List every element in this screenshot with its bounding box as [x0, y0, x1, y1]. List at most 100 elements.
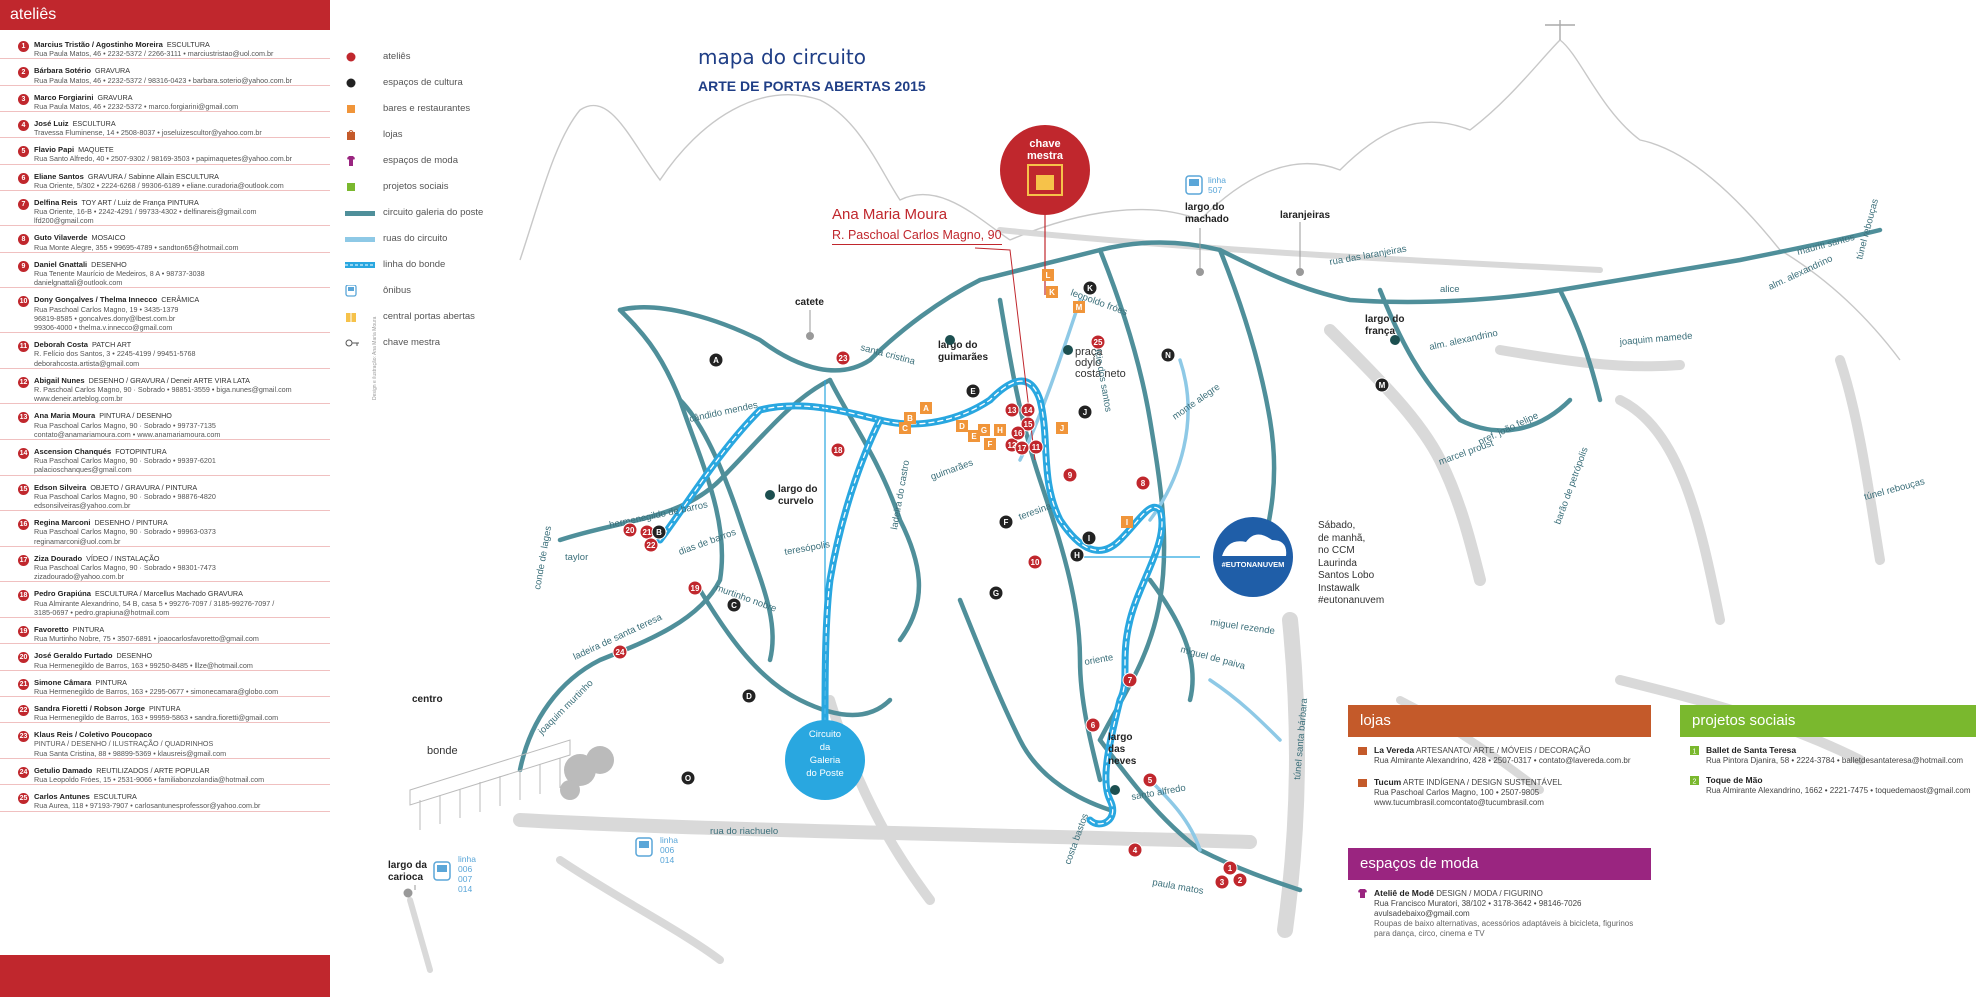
culture-pin[interactable] [741, 688, 757, 704]
bus-stop-riachuelo[interactable]: linha 006 014 [635, 835, 678, 865]
culture-pin[interactable] [1081, 530, 1097, 546]
studio-pin[interactable] [1135, 475, 1151, 491]
social-toque-de-mao[interactable]: 2 Toque de Mão Rua Almirante Alexandrino… [1690, 775, 1972, 796]
studio-pin[interactable] [687, 580, 703, 596]
studio-pin[interactable] [1127, 842, 1143, 858]
studio-pin[interactable] [1090, 334, 1106, 350]
bar-restaurant-pin[interactable] [956, 420, 968, 432]
culture-pin[interactable] [1069, 547, 1085, 563]
studio-pin[interactable] [1222, 860, 1238, 876]
studio-name: Daniel Gnattali [34, 259, 88, 269]
studio-number-badge: 18 [18, 590, 29, 602]
eutonanuvem-bubble[interactable]: #EUTONANUVEM [1080, 517, 1293, 597]
street-alice: alice [1440, 284, 1460, 295]
studio-name: Carlos Antunes [34, 792, 90, 802]
bus-stop-laranjeiras[interactable]: linha 507 [1185, 175, 1226, 195]
bus-stop-carioca[interactable]: linha 006 007 014 [433, 854, 476, 894]
studio-name: Marco Forgiarini [34, 92, 94, 102]
studio-pin[interactable] [835, 350, 851, 366]
studio-detail-line: palacioschanques@gmail.com [34, 465, 132, 475]
culture-pin[interactable] [680, 770, 696, 786]
bar-restaurant-pin[interactable] [1073, 301, 1085, 313]
bar-restaurant-pin[interactable] [978, 424, 990, 436]
culture-pin[interactable] [1374, 377, 1390, 393]
studio-name: Favoretto [34, 625, 69, 634]
studio-pin-label: 8 [1141, 479, 1146, 488]
studio-pin[interactable] [1062, 467, 1078, 483]
culture-pin[interactable] [708, 352, 724, 368]
bar-restaurant-pin[interactable] [994, 424, 1006, 436]
bar-restaurant-pin[interactable] [1056, 422, 1068, 434]
studio-name: Ascension Chanqués [34, 447, 112, 456]
studio-pin[interactable] [1214, 874, 1230, 890]
studio-pin-label: 6 [1091, 721, 1096, 730]
culture-pin-label: H [1074, 551, 1080, 560]
culture-pin[interactable] [1082, 280, 1098, 296]
bar-restaurant-pin[interactable] [1121, 516, 1133, 528]
studio-pin[interactable] [830, 442, 846, 458]
studio-pin[interactable] [1027, 554, 1043, 570]
culture-pin[interactable] [988, 585, 1004, 601]
galeria-poste-badge[interactable]: Circuito da Galeria do Poste [785, 720, 865, 800]
culture-pin[interactable] [965, 383, 981, 399]
bar-restaurant-pin[interactable] [1046, 286, 1058, 298]
culture-pin[interactable] [998, 514, 1014, 530]
chave-mestra-badge[interactable]: chave mestra [1000, 125, 1090, 295]
bar-restaurant-pin[interactable] [904, 412, 916, 424]
studio-pin[interactable] [622, 522, 638, 538]
studio-pin[interactable] [612, 644, 628, 660]
bar-restaurant-pin[interactable] [984, 438, 996, 450]
studio-pin[interactable] [1232, 872, 1248, 888]
bar-restaurant-pin[interactable] [1042, 269, 1054, 281]
shop-tucum[interactable]: Tucum ARTE INDÍGENA / DESIGN SUSTENTÁVEL… [1358, 777, 1647, 808]
social-ballet-santa-teresa[interactable]: 1 Ballet de Santa Teresa Rua Pintora Dja… [1690, 745, 1972, 766]
culture-pin[interactable] [1160, 347, 1176, 363]
bar-restaurant-pin-label: F [988, 440, 993, 449]
culture-pin[interactable] [726, 597, 742, 613]
studio-pin[interactable] [1004, 402, 1020, 418]
studio-pin[interactable] [1122, 672, 1138, 688]
studio-pin[interactable] [1142, 772, 1158, 788]
bar-restaurant-pin[interactable] [920, 402, 932, 414]
studio-detail-line: 99306-4000 • thelma.v.innecco@gmail.com [34, 322, 173, 332]
studio-pin[interactable] [1020, 416, 1036, 432]
culture-pin[interactable] [1077, 404, 1093, 420]
studio-pin[interactable] [643, 537, 659, 553]
culture-pin[interactable] [651, 524, 667, 540]
studio-detail-line: Rua Paschoal Carlos Magno, 90 · Sobrado … [34, 491, 216, 501]
fashion-atelie-mode[interactable]: Ateliê de Modê DESIGN / MODA / FIGURINO … [1358, 888, 1647, 939]
shop-la-vereda[interactable]: La Vereda ARTESANATO/ ARTE / MÓVEIS / DE… [1358, 745, 1647, 766]
studio-pin[interactable] [1085, 717, 1101, 733]
bar-restaurant-pin[interactable] [968, 430, 980, 442]
studio-detail-line: Travessa Fluminense, 14 • 2508-8037 • jo… [34, 128, 262, 138]
bar-restaurant-pin[interactable] [899, 422, 911, 434]
studio-number-badge: 17 [18, 554, 29, 566]
studio-pin[interactable] [1010, 425, 1026, 441]
studio-pin[interactable] [1014, 440, 1030, 456]
